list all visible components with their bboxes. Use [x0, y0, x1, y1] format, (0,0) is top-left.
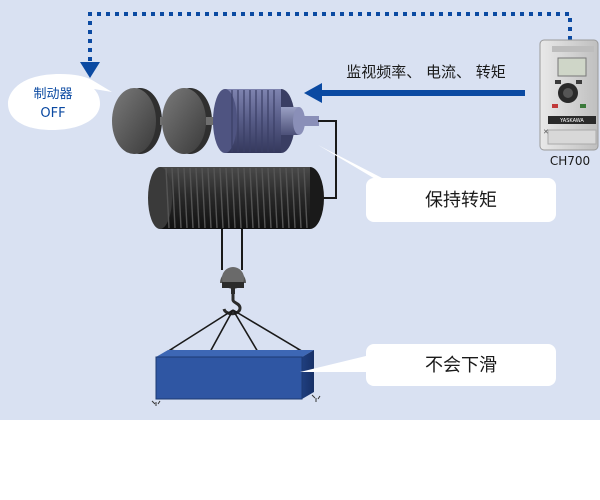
load-block	[151, 350, 321, 406]
brake-control-dotted-line	[80, 12, 572, 78]
inverter-model-label: CH700	[550, 154, 590, 168]
drum-coil	[201, 167, 206, 229]
x-icon: ✕	[543, 128, 549, 136]
inverter-keypad	[552, 80, 586, 108]
drum-coil	[237, 167, 242, 229]
hold-torque-text: 保持转矩	[425, 190, 497, 211]
drive-connection-line	[318, 120, 337, 199]
inverter-device: YASKAWA ✕	[539, 39, 599, 151]
no-slide-text: 不会下滑	[425, 355, 497, 376]
drum-coil	[279, 167, 284, 229]
brake-label: 制动器	[33, 87, 72, 102]
monitor-arrow	[304, 83, 525, 103]
drum-coil	[231, 167, 236, 229]
brake-state: OFF	[40, 106, 65, 121]
drum-coil	[267, 167, 272, 229]
drum-coil	[171, 167, 176, 229]
winch-drum	[148, 167, 324, 229]
drum-coil	[177, 167, 182, 229]
brake-disks	[112, 88, 224, 154]
hold-torque-callout: 保持转矩	[318, 145, 556, 222]
drum-coil	[285, 167, 290, 229]
drum-coil	[213, 167, 218, 229]
drum-coil	[255, 167, 260, 229]
hook-block	[220, 267, 246, 316]
drum-coil	[183, 167, 188, 229]
hoist-cables	[221, 229, 243, 270]
monitor-label: 监视频率、 电流、 转矩	[346, 63, 506, 81]
drum-coil	[225, 167, 230, 229]
drum-coil	[273, 167, 278, 229]
drum-coil	[195, 167, 200, 229]
motor	[213, 89, 319, 153]
drum-coil	[261, 167, 266, 229]
drum-coil	[291, 167, 296, 229]
drum-coil	[249, 167, 254, 229]
drum-coil	[303, 167, 308, 229]
no-slide-callout: 不会下滑	[300, 344, 556, 386]
drum-coil	[219, 167, 224, 229]
inverter-brand: YASKAWA	[559, 118, 584, 124]
drum-coil	[165, 167, 170, 229]
drum-coil	[297, 167, 302, 229]
drum-coil	[207, 167, 212, 229]
drum-coil	[243, 167, 248, 229]
drum-coil	[189, 167, 194, 229]
brake-status-bubble: 制动器 OFF	[8, 74, 112, 130]
